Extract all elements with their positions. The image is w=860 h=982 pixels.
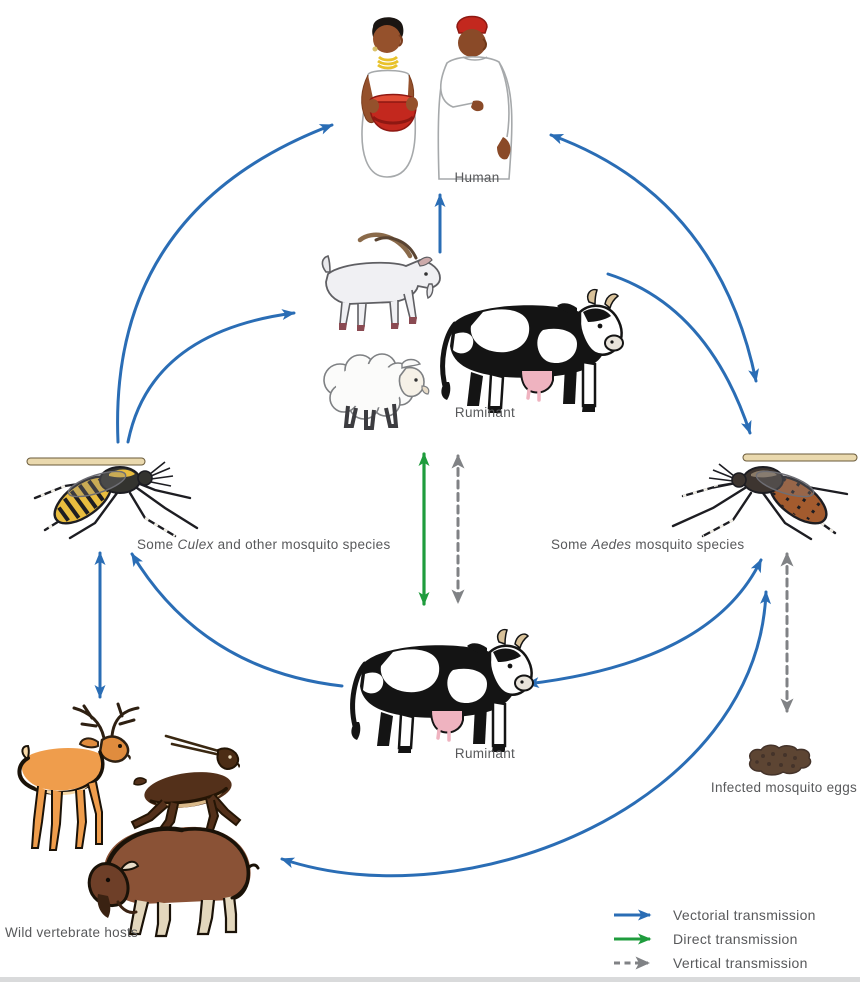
arrow-ruminant-top-to-aedes xyxy=(606,272,752,435)
ruminant-bottom-label: Ruminant xyxy=(454,746,516,761)
legend-label-direct: Direct transmission xyxy=(673,931,798,947)
aedes-label-pre: Some xyxy=(551,537,592,552)
arrow-human-aedes xyxy=(549,133,759,383)
ruminant-bottom-cow-illustration xyxy=(335,618,535,758)
vectorial-arrow-icon xyxy=(614,909,652,921)
human-label: Human xyxy=(454,170,500,185)
bottom-border-strip xyxy=(0,977,860,982)
antelope-illustration xyxy=(130,734,242,839)
sheep-illustration xyxy=(323,353,430,430)
legend-label-vertical: Vertical transmission xyxy=(673,955,808,971)
aedes-label-species: Aedes xyxy=(591,537,632,552)
culex-label-species: Culex xyxy=(177,537,214,552)
arrow-ruminant-bottom-to-culex xyxy=(130,552,344,688)
bison-illustration xyxy=(87,826,260,938)
culex-mosquito-illustration xyxy=(26,457,199,540)
legend: Vectorial transmission Direct transmissi… xyxy=(612,903,816,975)
culex-label-post: and other mosquito species xyxy=(213,537,391,552)
goat-illustration xyxy=(321,232,441,331)
aedes-mosquito-illustration xyxy=(671,453,858,541)
culex-label-pre: Some xyxy=(137,537,178,552)
aedes-label: Some Aedes mosquito species xyxy=(551,537,745,553)
infected-eggs-illustration xyxy=(749,744,812,776)
legend-row-direct: Direct transmission xyxy=(612,927,816,951)
infected-eggs-label: Infected mosquito eggs xyxy=(710,780,858,795)
aedes-label-post: mosquito species xyxy=(631,537,745,552)
wild-hosts-label: Wild vertebrate hosts xyxy=(5,925,139,940)
ruminant-top-cow-illustration xyxy=(425,278,625,418)
human-illustration xyxy=(361,15,513,180)
arrow-culex-to-human xyxy=(116,123,334,444)
arrow-culex-to-ruminant-top xyxy=(126,309,296,444)
culex-label: Some Culex and other mosquito species xyxy=(137,537,391,553)
legend-row-vectorial: Vectorial transmission xyxy=(612,903,816,927)
deer-illustration xyxy=(17,702,140,851)
direct-arrow-icon xyxy=(614,933,652,945)
arrow-aedes-ruminant-bottom xyxy=(525,558,763,689)
vertical-arrow-icon xyxy=(614,956,650,970)
legend-row-vertical: Vertical transmission xyxy=(612,951,816,975)
legend-label-vectorial: Vectorial transmission xyxy=(673,907,816,923)
arrow-aedes-wild-hosts xyxy=(280,590,772,878)
ruminant-top-label: Ruminant xyxy=(454,405,516,420)
